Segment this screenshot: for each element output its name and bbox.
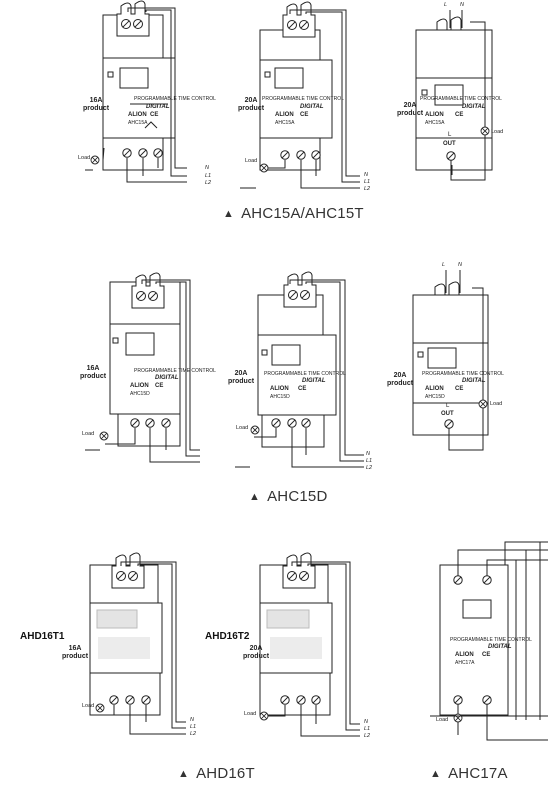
device4-model-text: AHC15D — [130, 391, 150, 397]
device5-ce-text: CE — [298, 386, 307, 392]
model-label-ahd16t1: AHD16T1 — [20, 631, 65, 642]
load-label-9: Load — [436, 717, 449, 723]
wire-label-l2-5: L2 — [366, 465, 373, 471]
wire-label-l1-7: L1 — [190, 724, 197, 730]
wire-label-n-8: N — [364, 719, 368, 725]
device3-brand-text: ALION — [425, 112, 444, 118]
wire-label-l2-7: L2 — [190, 731, 197, 737]
device2-brand-text: ALION — [275, 112, 294, 118]
caption-row2: ▲AHC15D — [249, 488, 328, 505]
device2-programmable-text: PROGRAMMABLE TIME CONTROL — [262, 96, 344, 102]
device5-programmable-text: PROGRAMMABLE TIME CONTROL — [264, 371, 346, 377]
device9-programmable-text: PROGRAMMABLE TIME CONTROL — [450, 637, 532, 643]
device9-model-text: AHC17A — [455, 660, 475, 666]
caption-row1: ▲AHC15A/AHC15T — [223, 205, 364, 222]
wire-label-n-1: N — [205, 165, 209, 171]
caption-row3-right: ▲AHC17A — [430, 765, 508, 782]
wire-label-n-2: N — [364, 172, 368, 178]
device6-model-text: AHC15D — [425, 394, 445, 400]
device4-ce-text: CE — [155, 383, 164, 389]
wire-label-l1-2: L1 — [364, 179, 371, 185]
load-label-6: Load — [490, 401, 503, 407]
load-label-7: Load — [82, 703, 95, 709]
wire-label-n-7: N — [190, 717, 194, 723]
model-label-ahd16t2: AHD16T2 — [205, 631, 250, 642]
wire-label-l1-8: L1 — [364, 726, 371, 732]
device-ahc15d-16a — [85, 272, 200, 463]
device6-ce-text: CE — [455, 386, 464, 392]
device6-digital-text: DIGITAL — [462, 378, 486, 384]
device3-l-text: L — [448, 132, 452, 138]
device3-digital-text: DIGITAL — [462, 104, 486, 110]
device9-digital-text: DIGITAL — [488, 644, 512, 650]
device6-programmable-text: PROGRAMMABLE TIME CONTROL — [422, 371, 504, 377]
device3-ce-text: CE — [455, 112, 464, 118]
load-label-1: Load — [78, 155, 91, 161]
device-ahc17a — [430, 541, 548, 741]
device5-digital-text: DIGITAL — [302, 378, 326, 384]
device-ahd16t2 — [259, 552, 360, 737]
device6-l-text: L — [446, 403, 450, 409]
device2-model-text: AHC15A — [275, 120, 295, 126]
caption-row3-left: ▲AHD16T — [178, 765, 255, 782]
device-ahc15-16a — [85, 0, 187, 183]
device4-brand-text: ALION — [130, 383, 149, 389]
device-ahc15d-20a-nl — [412, 270, 489, 451]
load-label-3: Load — [491, 129, 504, 135]
device9-brand-text: ALION — [455, 652, 474, 658]
device2-ce-text: CE — [300, 112, 309, 118]
device6-brand-text: ALION — [425, 386, 444, 392]
device-ahc15-20a-nl — [415, 10, 493, 181]
device3-out-text: OUT — [443, 141, 456, 147]
load-label-2: Load — [245, 158, 258, 164]
wire-label-l1-5: L1 — [366, 458, 373, 464]
device9-ce-text: CE — [482, 652, 491, 658]
device-digital-text: DIGITAL — [146, 104, 170, 110]
wire-label-l1-1: L1 — [205, 173, 212, 179]
device4-programmable-text: PROGRAMMABLE TIME CONTROL — [134, 368, 216, 374]
device-ahd16t1 — [89, 552, 186, 735]
device3-model-text: AHC15A — [425, 120, 445, 126]
device-ahc15d-20a — [235, 271, 364, 468]
load-label-8: Load — [244, 711, 257, 717]
wire-label-l2-8: L2 — [364, 733, 371, 739]
device3-programmable-text: PROGRAMMABLE TIME CONTROL — [420, 96, 502, 102]
device2-digital-text: DIGITAL — [300, 104, 324, 110]
device4-digital-text: DIGITAL — [155, 375, 179, 381]
device-model-text: AHC15A — [128, 120, 148, 126]
device5-model-text: AHC15D — [270, 394, 290, 400]
wire-label-l2-1: L2 — [205, 180, 212, 186]
device-programmable-text: PROGRAMMABLE TIME CONTROL — [134, 96, 216, 102]
load-label-5: Load — [236, 425, 249, 431]
device-brand-text: ALION — [128, 112, 147, 118]
load-label-4: Load — [82, 431, 95, 437]
device-ce-text: CE — [150, 112, 159, 118]
device6-out-text: OUT — [441, 411, 454, 417]
wire-label-l2-2: L2 — [364, 186, 371, 192]
device5-brand-text: ALION — [270, 386, 289, 392]
wire-label-n-6: N — [458, 262, 462, 268]
wire-label-l-6: L — [442, 262, 446, 268]
wire-label-n-5: N — [366, 451, 370, 457]
wire-label-l-3: L — [444, 2, 448, 8]
device-ahc15-20a — [240, 1, 360, 189]
wire-label-n-3: N — [460, 2, 464, 8]
